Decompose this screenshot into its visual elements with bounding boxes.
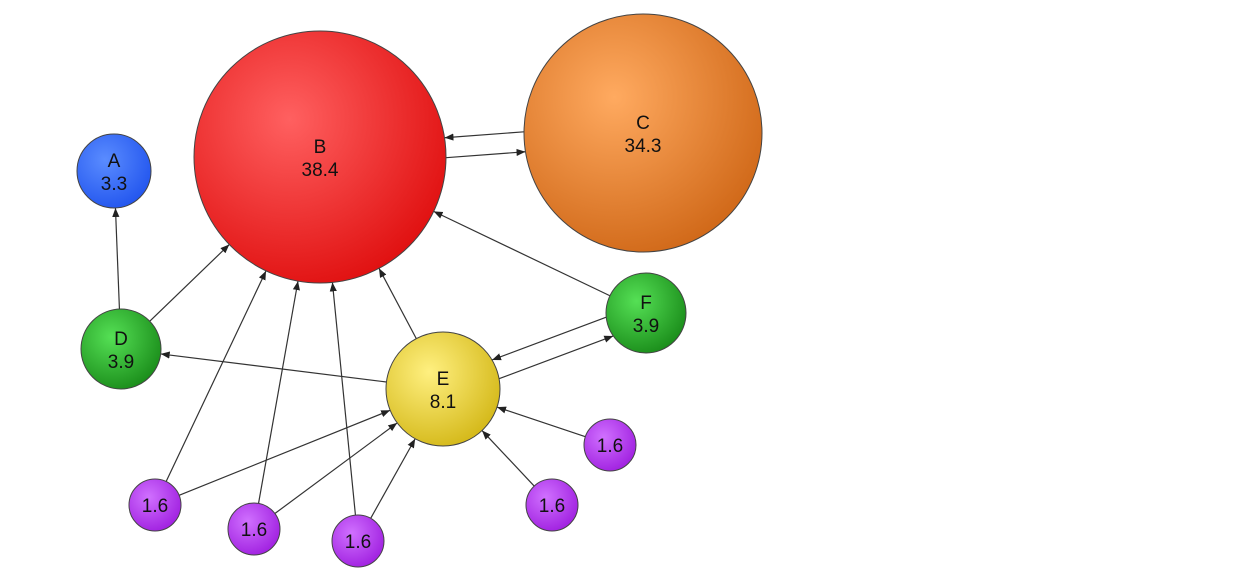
node-value: 1.6 (597, 436, 623, 457)
node-p2[interactable]: 1.6 (227, 502, 281, 556)
node-value: 34.3 (625, 136, 662, 157)
node-value: 1.6 (539, 496, 565, 517)
node-d[interactable]: D3.9 (80, 308, 162, 390)
node-b[interactable]: B38.4 (193, 30, 447, 284)
edge-F-to-E (491, 316, 607, 361)
node-label: A (108, 151, 121, 172)
node-value: 1.6 (142, 496, 168, 517)
node-label: B (314, 137, 327, 158)
node-p3[interactable]: 1.6 (331, 514, 385, 568)
node-label: F (640, 293, 652, 314)
node-e[interactable]: E8.1 (385, 331, 501, 447)
node-f[interactable]: F3.9 (605, 272, 687, 354)
edges-layer (112, 131, 614, 519)
node-value: 3.3 (101, 174, 127, 195)
edge-P1-to-E (178, 409, 391, 496)
node-circle (523, 13, 763, 253)
node-circle (385, 331, 501, 447)
node-p4[interactable]: 1.6 (525, 478, 579, 532)
node-circle (76, 133, 152, 209)
node-c[interactable]: C34.3 (523, 13, 763, 253)
node-circle (583, 418, 637, 472)
nodes-layer: A3.3B38.4C34.3D3.9E8.1F3.91.61.61.61.61.… (76, 13, 763, 568)
edge-F-to-B (433, 210, 611, 297)
edge-D-to-A (112, 207, 121, 310)
edge-P2-to-B (257, 280, 300, 504)
node-p5[interactable]: 1.6 (583, 418, 637, 472)
node-value: 3.9 (108, 352, 134, 373)
edge-B-to-C (445, 148, 526, 159)
edge-D-to-B (149, 244, 230, 322)
edge-E-to-F (498, 335, 614, 380)
edge-P2-to-E (274, 422, 398, 515)
node-value: 38.4 (302, 160, 339, 181)
node-label: D (114, 329, 128, 350)
edge-P5-to-E (496, 406, 586, 438)
node-a[interactable]: A3.3 (76, 133, 152, 209)
node-label: E (437, 369, 450, 390)
node-circle (227, 502, 281, 556)
node-circle (331, 514, 385, 568)
node-circle (525, 478, 579, 532)
edge-E-to-D (160, 351, 387, 383)
node-value: 1.6 (345, 532, 371, 553)
node-p1[interactable]: 1.6 (128, 478, 182, 532)
node-circle (193, 30, 447, 284)
edge-C-to-B (444, 131, 525, 141)
node-value: 8.1 (430, 392, 456, 413)
node-value: 3.9 (633, 316, 659, 337)
edge-P3-to-E (370, 438, 416, 519)
node-label: C (636, 113, 650, 134)
node-value: 1.6 (241, 520, 267, 541)
edge-P3-to-B (329, 282, 357, 516)
edge-P4-to-E (481, 430, 535, 487)
node-circle (605, 272, 687, 354)
node-circle (80, 308, 162, 390)
edge-E-to-B (378, 268, 417, 339)
node-circle (128, 478, 182, 532)
edge-P1-to-B (165, 270, 267, 482)
